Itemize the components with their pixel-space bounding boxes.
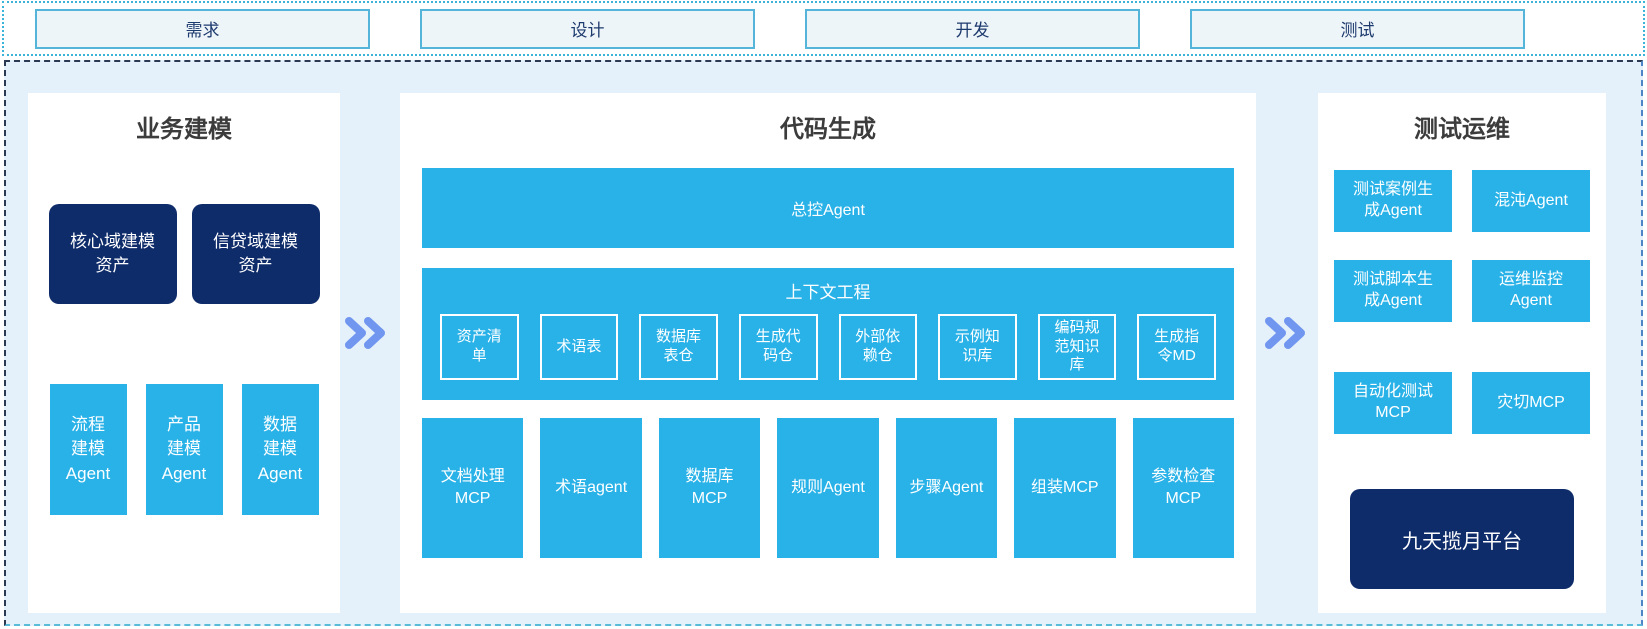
ops-row: 测试案例生 成Agent 混沌Agent — [1318, 170, 1606, 232]
context-item-external-deps-repo: 外部依 赖仓 — [838, 314, 918, 380]
step-agent-box: 步骤Agent — [895, 418, 998, 558]
test-ops-panel: 测试运维 测试案例生 成Agent 混沌Agent 测试脚本生 成Agent 运… — [1318, 93, 1606, 613]
chaos-agent-box: 混沌Agent — [1472, 170, 1590, 232]
rule-agent-box: 规则Agent — [777, 418, 879, 558]
credit-domain-asset-box: 信贷域建模 资产 — [191, 204, 320, 304]
disaster-switch-mcp-box: 灾切MCP — [1472, 372, 1590, 434]
database-mcp-box: 数据库 MCP — [658, 418, 761, 558]
ops-row: 自动化测试 MCP 灾切MCP — [1318, 372, 1606, 434]
context-item-example-kb: 示例知 识库 — [938, 314, 1017, 380]
context-item-db-table-repo: 数据库 表仓 — [639, 314, 718, 380]
product-modeling-agent-box: 产品 建模 Agent — [145, 384, 223, 515]
business-modeling-panel: 业务建模 核心域建模 资产 信贷域建模 资产 流程 建模 Agent 产品 建模… — [28, 93, 340, 613]
master-agent-bar: 总控Agent — [422, 168, 1234, 248]
context-item-row: 资产清 单 术语表 数据库 表仓 生成代 码仓 外部依 赖仓 示例知 识库 编码… — [440, 314, 1216, 380]
context-engineering-box: 上下文工程 资产清 单 术语表 数据库 表仓 生成代 码仓 外部依 赖仓 示例知… — [422, 268, 1234, 400]
flow-arrow-1 — [344, 317, 388, 349]
stage-design: 设计 — [420, 8, 755, 49]
double-chevron-right-icon — [1265, 317, 1305, 349]
flow-arrow-2 — [1264, 317, 1308, 349]
test-script-gen-agent-box: 测试脚本生 成Agent — [1334, 260, 1452, 322]
context-item-generated-code-repo: 生成代 码仓 — [738, 314, 818, 380]
assembly-mcp-box: 组装MCP — [1014, 418, 1116, 558]
context-item-instruction-md: 生成指 令MD — [1137, 314, 1216, 380]
context-engineering-title: 上下文工程 — [785, 283, 871, 302]
context-item-coding-standard-kb: 编码规 范知识 库 — [1037, 314, 1117, 380]
ops-row: 测试脚本生 成Agent 运维监控 Agent — [1318, 260, 1606, 322]
context-item-glossary: 术语表 — [539, 314, 619, 380]
modeling-agent-row: 流程 建模 Agent 产品 建模 Agent 数据 建模 Agent — [28, 384, 340, 515]
context-item-asset-list: 资产清 单 — [440, 314, 519, 380]
core-domain-asset-box: 核心域建模 资产 — [48, 204, 177, 304]
code-generation-title: 代码生成 — [780, 116, 876, 143]
stage-development: 开发 — [805, 8, 1140, 49]
data-modeling-agent-box: 数据 建模 Agent — [241, 384, 319, 515]
ops-monitor-agent-box: 运维监控 Agent — [1472, 260, 1590, 322]
process-modeling-agent-box: 流程 建模 Agent — [49, 384, 127, 515]
doc-processing-mcp-box: 文档处理 MCP — [422, 418, 524, 558]
stage-testing: 测试 — [1190, 8, 1525, 49]
main-board: 业务建模 核心域建模 资产 信贷域建模 资产 流程 建模 Agent 产品 建模… — [4, 60, 1643, 626]
business-modeling-title: 业务建模 — [136, 116, 232, 143]
test-ops-title: 测试运维 — [1414, 116, 1510, 143]
stage-requirements: 需求 — [35, 8, 370, 49]
glossary-agent-box: 术语agent — [540, 418, 642, 558]
jiutian-platform-box: 九天揽月平台 — [1350, 489, 1574, 589]
double-chevron-right-icon — [345, 317, 385, 349]
auto-test-mcp-box: 自动化测试 MCP — [1334, 372, 1452, 434]
modeling-asset-row: 核心域建模 资产 信贷域建模 资产 — [28, 204, 340, 304]
tool-row: 文档处理 MCP 术语agent 数据库 MCP 规则Agent 步骤Agent… — [422, 418, 1234, 558]
param-check-mcp-box: 参数检查 MCP — [1132, 418, 1234, 558]
test-case-gen-agent-box: 测试案例生 成Agent — [1334, 170, 1452, 232]
process-stage-strip: 需求 设计 开发 测试 — [2, 1, 1645, 56]
code-generation-panel: 代码生成 总控Agent 上下文工程 资产清 单 术语表 数据库 表仓 生成代 … — [400, 93, 1256, 613]
